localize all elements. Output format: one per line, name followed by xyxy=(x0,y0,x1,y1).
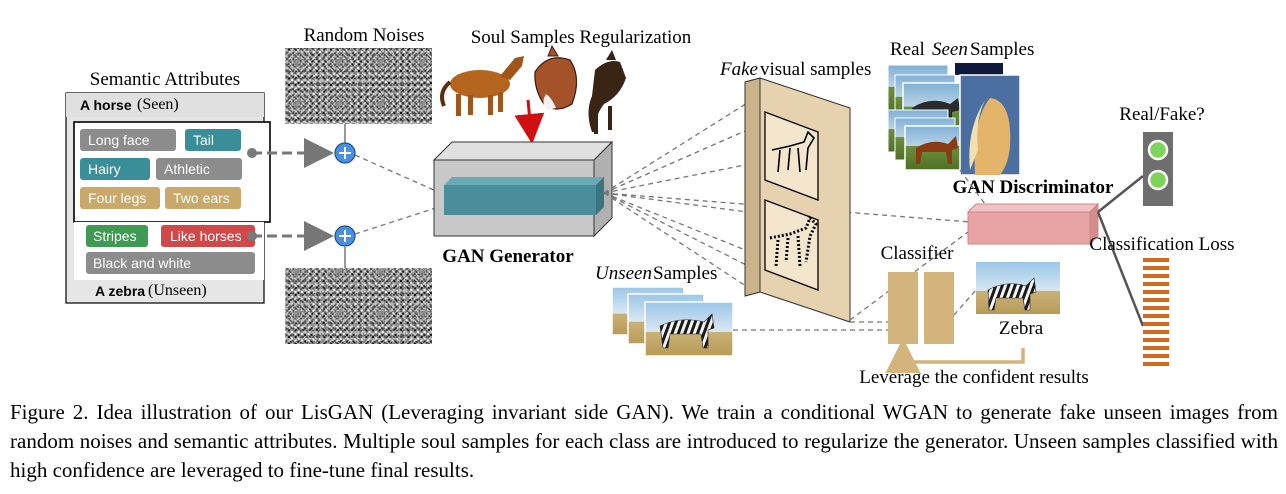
semantic-attributes-label: Semantic Attributes xyxy=(90,69,240,90)
leverage-arrow xyxy=(885,338,1025,373)
attr-black-and-white: Black and white xyxy=(93,255,191,271)
zebra-class-name: A zebra xyxy=(95,283,145,299)
classifier-label: Classifier xyxy=(881,243,954,264)
random-noises-label: Random Noises xyxy=(304,25,425,46)
horse-class-name: A horse xyxy=(80,97,132,113)
classification-loss-bars xyxy=(1143,258,1169,366)
gan-generator-box xyxy=(432,140,614,238)
attr-long-face: Long face xyxy=(88,132,150,148)
real-fake-label: Real/Fake? xyxy=(1119,104,1204,125)
soul-sample-horse-3 xyxy=(588,50,626,134)
attr-tail: Tail xyxy=(193,132,214,148)
soul-samples-label: Soul Samples Regularization xyxy=(471,27,692,48)
attr-pill-like-horses xyxy=(161,225,255,247)
unseen-samples-label-italic: Unseen xyxy=(595,263,652,284)
attr-pill-tail xyxy=(185,129,241,151)
classifier-block xyxy=(888,272,954,344)
real-seen-samples-stack xyxy=(887,63,1021,176)
horse-sketch xyxy=(771,130,816,173)
attr-pill-stripes xyxy=(86,225,148,247)
attr-pill-four-legs xyxy=(80,187,160,209)
concat-plus-icon-top xyxy=(334,142,356,164)
attr-pill-black-and-white xyxy=(86,252,255,274)
unseen-tag: (Unseen) xyxy=(148,282,207,299)
attr-stripes: Stripes xyxy=(93,228,137,244)
attr-hairy: Hairy xyxy=(88,161,121,177)
fake-samples-label-rest: visual samples xyxy=(760,59,871,80)
attr-like-horses: Like horses xyxy=(170,228,242,244)
real-samples-label-italic: Seen xyxy=(932,39,968,60)
zebra-sketch xyxy=(769,215,818,267)
unseen-samples-label-rest: Samples xyxy=(653,263,717,284)
attr-pill-athletic xyxy=(156,158,242,180)
concat-plus-icon-bottom xyxy=(334,225,356,247)
zebra-result-image xyxy=(976,262,1060,314)
fake-visual-samples-panel xyxy=(744,77,851,323)
attr-pill-two-ears xyxy=(165,187,241,209)
zebra-result-label: Zebra xyxy=(999,318,1044,339)
real-fake-output xyxy=(1143,132,1173,206)
gan-discriminator-box xyxy=(966,202,1100,246)
leverage-label: Leverage the confident results xyxy=(859,367,1088,388)
soul-sample-horse-1 xyxy=(440,56,524,116)
fake-samples-label-italic: Fake xyxy=(719,59,758,80)
attr-pill-long-face xyxy=(80,129,176,151)
semantic-attributes-panel: A horse (Seen) Long face Tail Hairy Athl… xyxy=(65,92,271,304)
figure-caption: Figure 2. Idea illustration of our LisGA… xyxy=(10,400,1278,482)
real-samples-label-suffix: Samples xyxy=(970,39,1034,60)
real-samples-label-prefix: Real xyxy=(890,39,925,60)
attr-four-legs: Four legs xyxy=(88,190,146,206)
attr-athletic: Athletic xyxy=(164,161,210,177)
attr-two-ears: Two ears xyxy=(173,190,230,206)
gan-discriminator-label: GAN Discriminator xyxy=(953,177,1115,198)
unseen-samples-stack xyxy=(611,286,734,357)
soul-sample-horse-2 xyxy=(534,44,578,110)
seen-tag: (Seen) xyxy=(137,96,179,113)
classification-loss-label: Classification Loss xyxy=(1089,234,1234,255)
attr-pill-hairy xyxy=(80,158,150,180)
gan-generator-label: GAN Generator xyxy=(442,246,574,267)
